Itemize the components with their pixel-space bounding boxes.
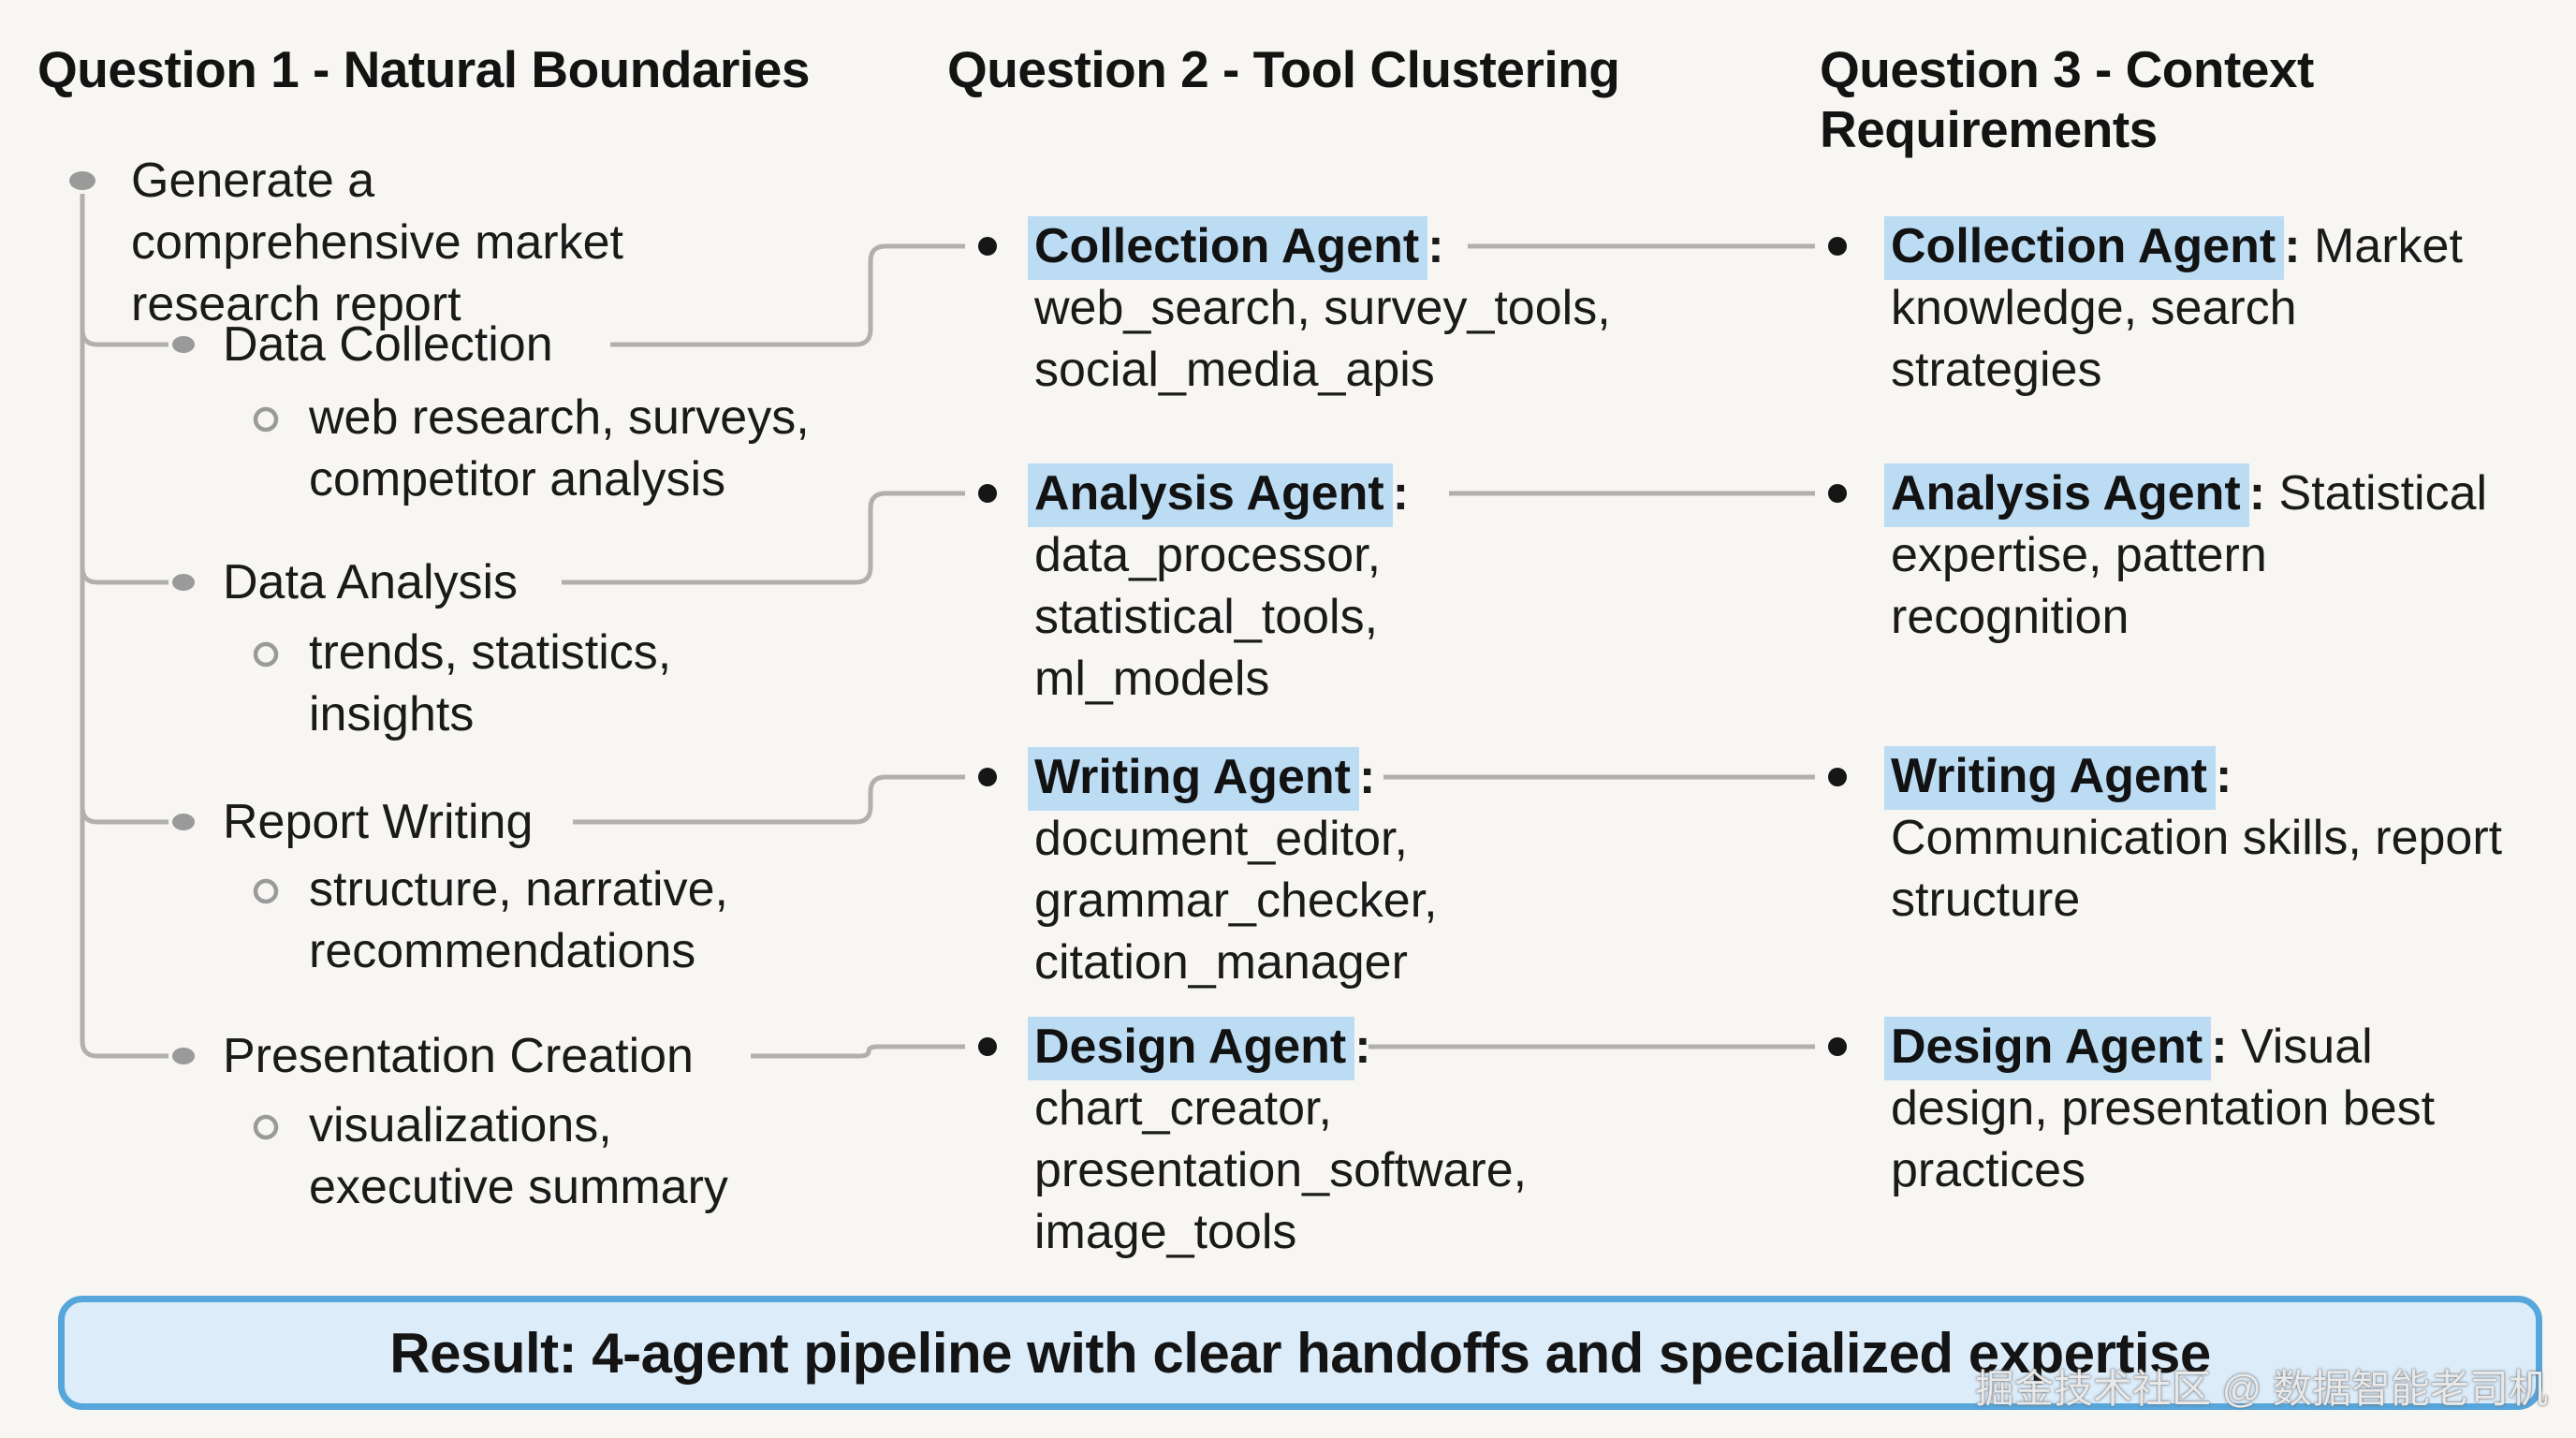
agent-name-highlight: Writing Agent	[1884, 746, 2216, 810]
agent-context-collection: Collection Agent: Market knowledge, sear…	[1884, 215, 2513, 401]
agent-tools-design: Design Agent: chart_creator, presentatio…	[1028, 1016, 1783, 1263]
tool-line: image_tools	[1034, 1205, 1297, 1259]
tool-line: statistical_tools,	[1034, 590, 1379, 644]
tree-item-report-writing: Report Writing	[223, 795, 534, 849]
result-banner-text: Result: 4-agent pipeline with clear hand…	[389, 1321, 2211, 1385]
colon: :	[1354, 1020, 1371, 1074]
tool-line: presentation_software,	[1034, 1143, 1528, 1197]
context-text: Market knowledge, search strategies	[1891, 219, 2463, 397]
tree-subitem-data-collection: web research, surveys, competitor analys…	[309, 390, 810, 506]
result-banner: Result: 4-agent pipeline with clear hand…	[58, 1296, 2542, 1410]
agent-tools-analysis: Analysis Agent: data_processor, statisti…	[1028, 462, 1783, 710]
connector-data-collection-to-collection-agent	[610, 243, 965, 347]
agent-context-writing: Writing Agent: Communication skills, rep…	[1884, 745, 2513, 931]
bullet-collection-agent-tools	[978, 237, 997, 256]
tree-subitem-report-writing: structure, narrative, recommendations	[309, 862, 728, 978]
context-text: Visual design, presentation best practic…	[1891, 1020, 2436, 1197]
agent-name-highlight: Collection Agent	[1028, 216, 1428, 280]
context-text: Communication skills, report structure	[1891, 811, 2503, 927]
connector-data-analysis-to-analysis-agent	[562, 491, 965, 585]
tool-line: citation_manager	[1034, 935, 1408, 990]
column-title-q3: Question 3 - Context Requirements	[1820, 40, 2314, 158]
bullet-writing-agent-tools	[978, 768, 997, 786]
connector-report-writing-to-writing-agent	[573, 774, 965, 825]
subitem-circle-trends	[253, 641, 279, 668]
agent-tools-collection: Collection Agent: web_search, survey_too…	[1028, 215, 1783, 401]
colon: :	[2248, 466, 2266, 521]
agent-name-highlight: Writing Agent	[1028, 747, 1359, 811]
agent-name-highlight: Collection Agent	[1884, 216, 2285, 280]
tree-trunk-line	[80, 194, 168, 1059]
tool-line: social_media_apis	[1034, 343, 1435, 397]
bullet-analysis-agent-tools	[978, 484, 997, 503]
bullet-analysis-agent-context	[1828, 484, 1847, 503]
bullet-collection-agent-context	[1828, 237, 1847, 256]
subitem-circle-visualizations	[253, 1114, 279, 1140]
tree-bullet-presentation-creation	[172, 1048, 195, 1064]
column-title-q1: Question 1 - Natural Boundaries	[37, 40, 810, 98]
agent-tools-writing: Writing Agent: document_editor, grammar_…	[1028, 746, 1783, 993]
colon: :	[1392, 466, 1410, 521]
tree-branch-line-report-writing	[80, 806, 168, 825]
subitem-circle-structure	[253, 878, 279, 904]
tree-subitem-data-analysis: trends, statistics, insights	[309, 625, 672, 741]
agent-name-highlight: Analysis Agent	[1028, 463, 1393, 527]
tree-item-data-collection: Data Collection	[223, 317, 553, 372]
bullet-writing-agent-context	[1828, 768, 1847, 786]
bullet-design-agent-context	[1828, 1037, 1847, 1056]
watermark-text: 掘金技术社区 @ 数据智能老司机	[1975, 1367, 2548, 1411]
tree-root-bullet	[69, 171, 95, 190]
tree-bullet-data-analysis	[172, 574, 195, 591]
tree-branch-line-data-analysis	[80, 566, 168, 585]
agent-name-highlight: Analysis Agent	[1884, 463, 2249, 527]
colon: :	[1427, 219, 1444, 273]
subitem-circle-web-research	[253, 406, 279, 433]
tree-item-presentation-creation: Presentation Creation	[223, 1029, 694, 1083]
tree-bullet-data-collection	[172, 336, 195, 353]
tree-root-label: Generate a comprehensive market research…	[131, 154, 623, 331]
tool-line: web_search, survey_tools,	[1034, 281, 1611, 335]
tool-line: ml_models	[1034, 652, 1270, 706]
context-text: Statistical expertise, pattern recogniti…	[1891, 466, 2488, 644]
colon: :	[2215, 749, 2232, 803]
tree-branch-line-data-collection	[80, 329, 168, 347]
agent-context-analysis: Analysis Agent: Statistical expertise, p…	[1884, 462, 2513, 648]
tree-subitem-presentation-creation: visualizations, executive summary	[309, 1098, 728, 1214]
agent-name-highlight: Design Agent	[1884, 1017, 2212, 1080]
column-title-q2: Question 2 - Tool Clustering	[947, 40, 1620, 98]
colon: :	[2284, 219, 2301, 273]
tree-bullet-report-writing	[172, 814, 195, 830]
tool-line: grammar_checker,	[1034, 873, 1438, 928]
tool-line: document_editor,	[1034, 812, 1408, 866]
tool-line: data_processor,	[1034, 528, 1382, 582]
agent-context-design: Design Agent: Visual design, presentatio…	[1884, 1016, 2513, 1201]
tree-item-data-analysis: Data Analysis	[223, 555, 519, 609]
colon: :	[2211, 1020, 2228, 1074]
agent-name-highlight: Design Agent	[1028, 1017, 1355, 1080]
bullet-design-agent-tools	[978, 1037, 997, 1056]
tool-line: chart_creator,	[1034, 1081, 1332, 1136]
colon: :	[1358, 750, 1376, 804]
connector-presentation-creation-to-design-agent	[751, 1044, 965, 1059]
